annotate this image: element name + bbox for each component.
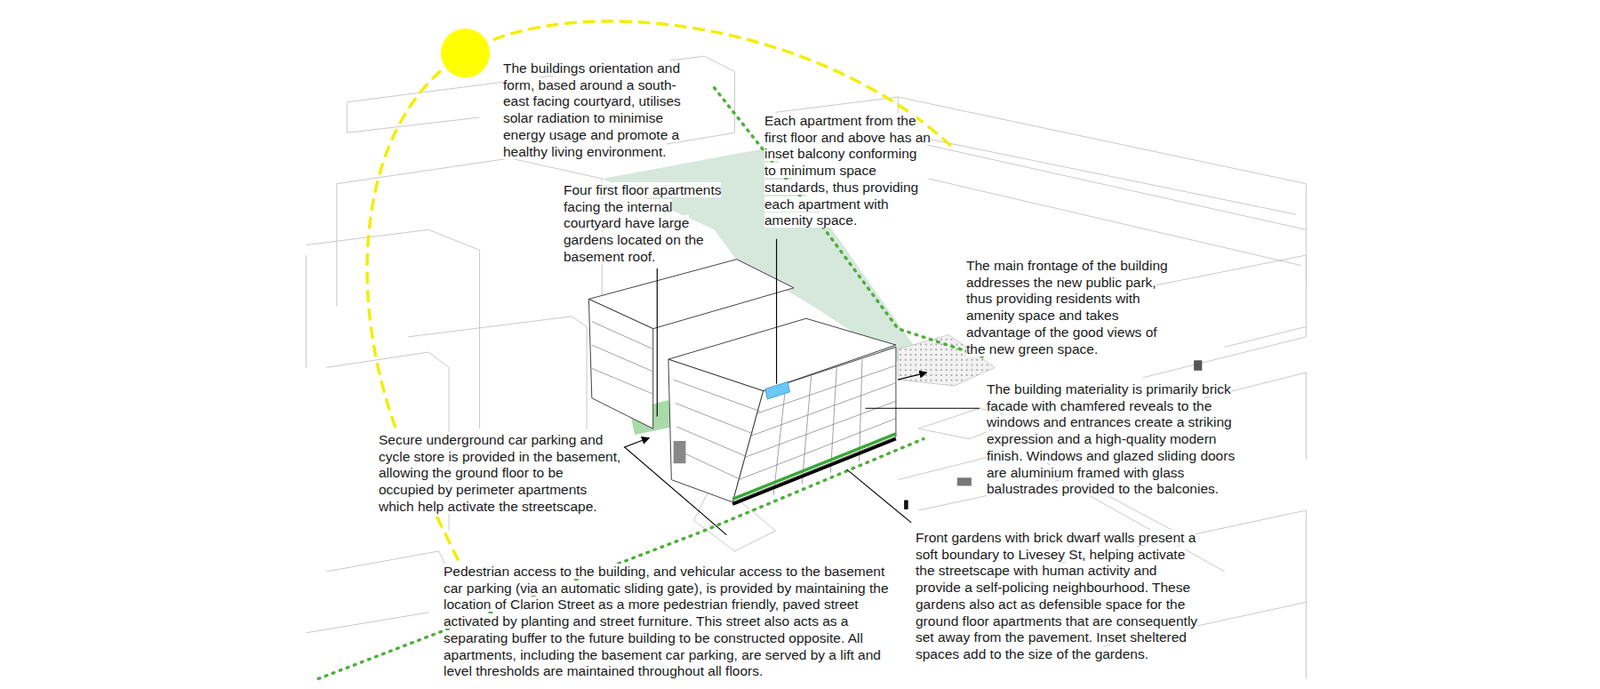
- annotation-text: Each apartment from the first floor and …: [764, 112, 931, 228]
- leader-lines: [624, 239, 980, 536]
- annotation-text: Front gardens with brick dwarf walls pre…: [915, 529, 1198, 662]
- annotation-text: Four first floor apartments facing the i…: [563, 182, 721, 264]
- annotation-note: Each apartment from the first floor and …: [764, 112, 932, 230]
- annotation-note: The building materiality is primarily br…: [986, 381, 1241, 498]
- annotation-note: Pedestrian access to the building, and v…: [443, 563, 896, 680]
- annotation-note: Secure underground car parking and cycle…: [378, 432, 623, 516]
- building-massing: [588, 259, 896, 503]
- annotation-text: The building materiality is primarily br…: [986, 381, 1235, 496]
- annotation-note: The main frontage of the building addres…: [966, 257, 1178, 358]
- annotation-note: The buildings orientation and form, base…: [503, 60, 697, 160]
- context-buildings: [305, 56, 1306, 679]
- annotation-text: Secure underground car parking and cycle…: [378, 432, 621, 514]
- annotation-note: Four first floor apartments facing the i…: [563, 182, 726, 266]
- annotation-text: The main frontage of the building addres…: [966, 257, 1168, 357]
- annotation-text: Pedestrian access to the building, and v…: [443, 563, 889, 679]
- annotation-note: Front gardens with brick dwarf walls pre…: [915, 529, 1204, 664]
- annotation-text: The buildings orientation and form, base…: [503, 60, 681, 160]
